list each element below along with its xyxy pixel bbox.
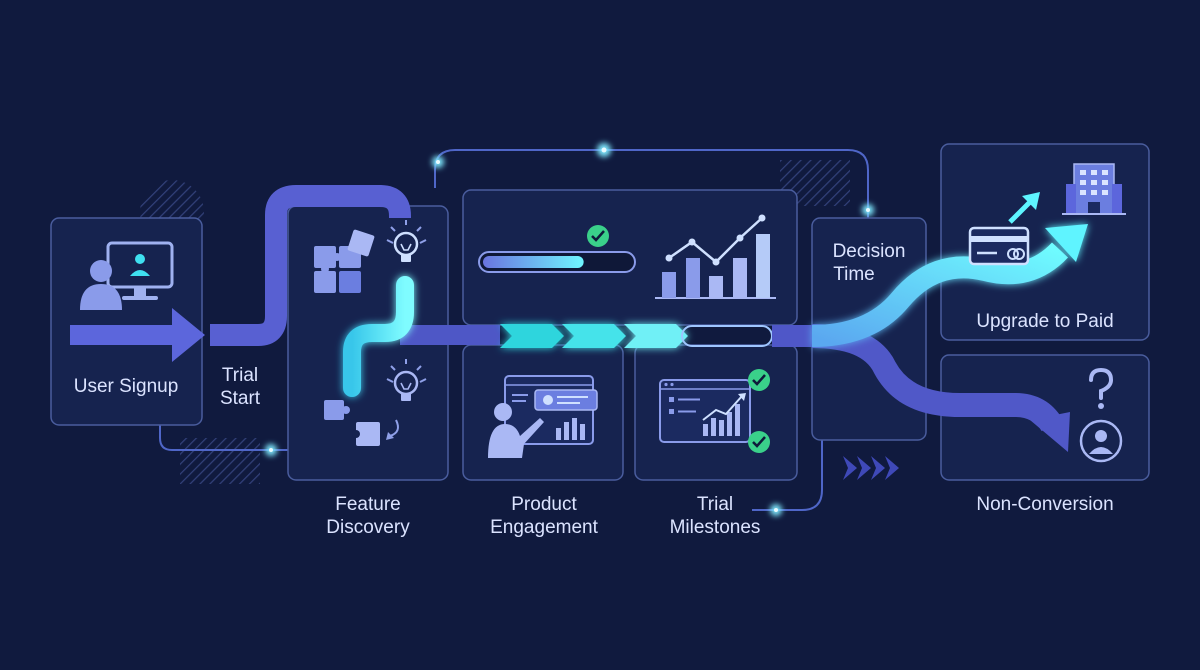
user-signup-label: User Signup <box>74 376 179 397</box>
signup-flow-arrow <box>70 308 205 362</box>
growth-arrow-icon <box>1008 192 1040 224</box>
trial-start-label-line2: Start <box>220 388 261 409</box>
product-engagement-label-line1: Product <box>511 494 577 515</box>
feature-discovery-label-line1: Feature <box>335 494 400 515</box>
non-conversion-label: Non-Conversion <box>976 494 1113 515</box>
non-conversion-flow <box>811 324 1063 432</box>
user-signup-panel <box>50 217 203 426</box>
product-engagement-label-line2: Engagement <box>490 517 598 538</box>
credit-card-icon <box>968 226 1030 266</box>
lightbulb-icon <box>386 220 427 262</box>
feature-discovery-label-line2: Discovery <box>326 517 410 538</box>
trial-milestones-label-line2: Milestones <box>670 517 761 538</box>
checklist-window-icon <box>659 379 751 443</box>
puzzle-icon <box>314 229 375 293</box>
lightbulb-icon <box>386 359 427 401</box>
checkmark-icon <box>587 225 609 247</box>
checkmark-icon <box>748 369 770 391</box>
user-circle-icon <box>1079 419 1123 463</box>
glow-dots <box>265 143 874 516</box>
trial-start-flow <box>210 185 411 346</box>
user-at-computer-icon <box>80 241 174 310</box>
upgrade-flow <box>811 242 1069 347</box>
discovery-cyan-flow <box>343 276 414 397</box>
presenter-dashboard-icon <box>488 375 598 458</box>
decision-time-label-line1: Decision <box>833 241 906 262</box>
upgrade-to-paid-label: Upgrade to Paid <box>976 311 1113 332</box>
trial-start-label-line1: Trial <box>222 365 258 386</box>
puzzle-icon <box>324 400 399 446</box>
office-building-icon <box>1062 163 1126 215</box>
question-mark-icon <box>1089 367 1114 409</box>
chevron-track <box>681 325 773 347</box>
engagement-chevron-flow <box>500 324 688 348</box>
non-conversion-arrowhead <box>1030 412 1070 452</box>
upgrade-arrowhead <box>1045 224 1088 262</box>
chevron-arrows-icon <box>843 456 899 480</box>
progress-bar-icon <box>478 251 636 273</box>
trial-milestones-label-line1: Trial <box>697 494 733 515</box>
checkmark-icon <box>748 431 770 453</box>
decision-time-label-line2: Time <box>833 264 875 285</box>
bar-chart-icon <box>655 214 776 299</box>
